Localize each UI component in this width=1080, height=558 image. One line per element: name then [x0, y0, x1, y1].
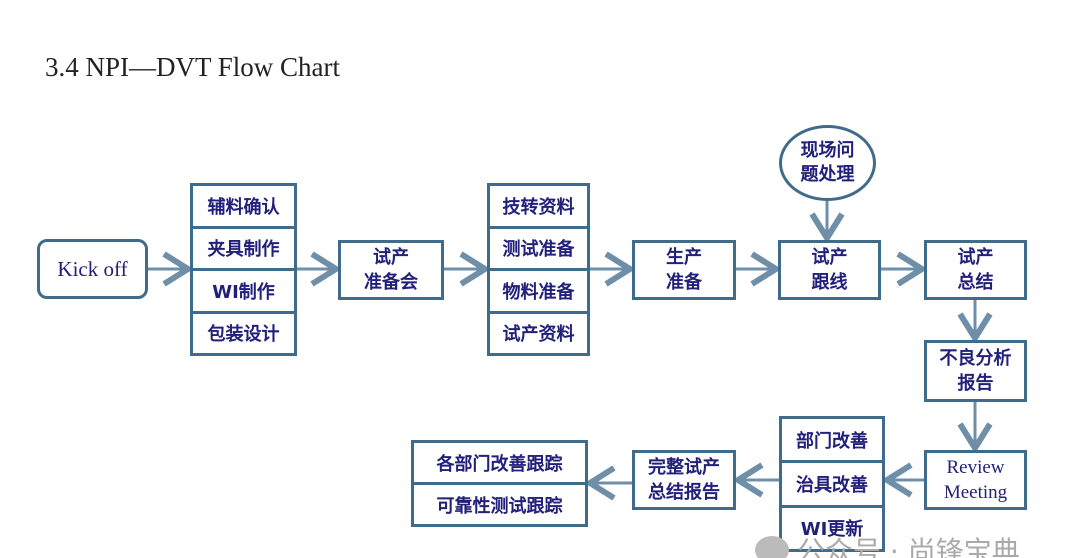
watermark-text: 公众号 · 尚锋宝典 [797, 535, 1020, 558]
defect-report-node: 不良分析 报告 [924, 340, 1027, 402]
trial-meeting-node: 试产 准备会 [338, 240, 444, 300]
watermark: 公众号 · 尚锋宝典 [755, 530, 1020, 558]
improve-item: 部门改善 [782, 419, 882, 464]
improve-item: 治具改善 [782, 463, 882, 508]
track-item: 可靠性测试跟踪 [436, 495, 563, 517]
docs-stack: 技转资料 测试准备 物料准备 试产资料 [487, 183, 590, 356]
prep-item: WI制作 [193, 271, 294, 314]
doc-item: 技转资料 [490, 186, 587, 229]
trial-follow-node: 试产 跟线 [778, 240, 881, 300]
production-prep-node: 生产 准备 [632, 240, 736, 300]
onsite-issue-node: 现场问 题处理 [779, 125, 876, 201]
review-meeting-node: Review Meeting [924, 450, 1027, 510]
doc-item: 试产资料 [502, 324, 575, 346]
doc-item: 物料准备 [490, 271, 587, 314]
prep-item: 包装设计 [207, 324, 280, 346]
prep-item: 夹具制作 [193, 229, 294, 271]
trial-summary-node: 试产 总结 [924, 240, 1027, 300]
full-report-node: 完整试产 总结报告 [632, 450, 736, 510]
doc-item: 测试准备 [490, 229, 587, 271]
wechat-icon [755, 536, 789, 558]
track-stack: 各部门改善跟踪 可靠性测试跟踪 [411, 440, 588, 527]
kickoff-node: Kick off [37, 239, 148, 299]
prep-item: 辅料确认 [193, 186, 294, 229]
improve-item: WI更新 [800, 519, 864, 541]
chart-title: 3.4 NPI—DVT Flow Chart [45, 52, 341, 82]
prep-stack: 辅料确认 夹具制作 WI制作 包装设计 [190, 183, 297, 356]
track-item: 各部门改善跟踪 [414, 443, 585, 485]
improve-stack: 部门改善 治具改善 WI更新 [779, 416, 885, 552]
